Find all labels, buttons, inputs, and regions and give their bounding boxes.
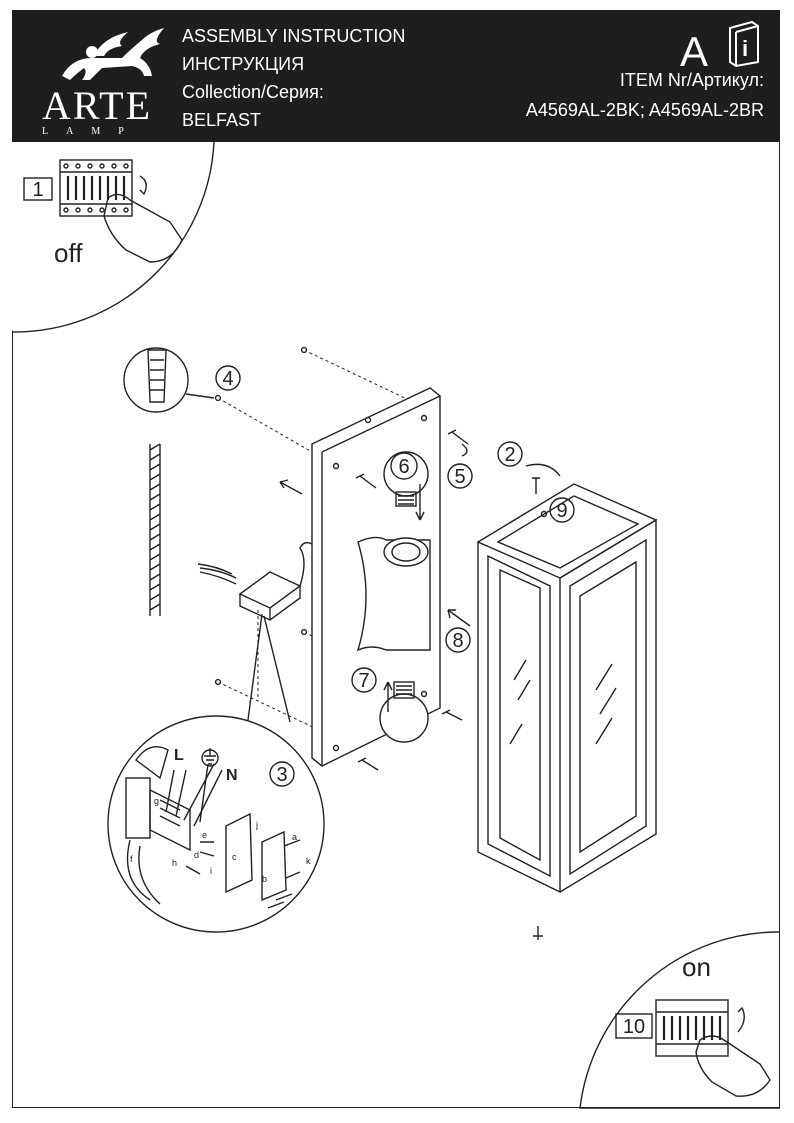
arrow-left bbox=[279, 479, 303, 495]
collection-label: Collection/Серия: bbox=[182, 82, 324, 102]
step7-label: 7 bbox=[358, 670, 369, 692]
ground-icon bbox=[201, 748, 219, 767]
screws bbox=[355, 429, 543, 940]
header-band: ARTE LAMP ASSEMBLY INSTRUCTION ИНСТРУКЦИ… bbox=[12, 10, 780, 142]
wiring-label-f: f bbox=[130, 854, 133, 864]
step5-badge bbox=[447, 463, 473, 489]
wiring-label-i: i bbox=[210, 866, 212, 876]
bulb-lower-icon bbox=[379, 681, 429, 743]
step4-label: 4 bbox=[222, 368, 233, 390]
step8-badge bbox=[445, 627, 471, 653]
info-book-icon: i bbox=[729, 20, 759, 68]
switch-off-label: off bbox=[54, 238, 83, 268]
collection-name: BELFAST bbox=[182, 110, 262, 130]
dowel-icon bbox=[147, 349, 167, 403]
lantern-housing bbox=[476, 483, 658, 894]
step9-label: 9 bbox=[556, 500, 567, 522]
item-label: ITEM Nr/Артикул: bbox=[619, 70, 764, 90]
logo-subtitle: LAMP bbox=[42, 126, 142, 137]
hand-off-icon bbox=[103, 193, 183, 263]
step2-label: 2 bbox=[504, 444, 515, 466]
step7-badge bbox=[351, 667, 377, 693]
breaker-panel-on bbox=[655, 999, 745, 1057]
info-letter: A bbox=[680, 28, 709, 75]
step3-badge bbox=[269, 761, 295, 787]
arrow-2 bbox=[525, 463, 561, 477]
title-english: ASSEMBLY INSTRUCTION bbox=[182, 26, 406, 46]
terminal-block bbox=[125, 746, 301, 909]
step9-badge bbox=[549, 497, 575, 523]
item-codes: A4569AL-2BK; A4569AL-2BR bbox=[525, 100, 764, 120]
step10-circle bbox=[579, 931, 781, 1109]
title-russian: ИНСТРУКЦИЯ bbox=[182, 54, 305, 74]
arrow-7 bbox=[383, 681, 393, 712]
wiring-label-c: c bbox=[232, 852, 237, 862]
step6-badge bbox=[390, 452, 418, 480]
supply-cable bbox=[197, 563, 237, 585]
wiring-label-a: a bbox=[292, 832, 297, 842]
wiring-label-d: d bbox=[194, 850, 199, 860]
wire-label-L: L bbox=[174, 747, 184, 764]
arrow-5 bbox=[461, 443, 468, 457]
info-icon-glyph: i bbox=[742, 36, 748, 61]
logo-word: ARTE bbox=[42, 83, 153, 128]
winged-lion-logo-icon bbox=[62, 28, 164, 80]
wiring-label-b: b bbox=[262, 874, 267, 884]
arrow-6 bbox=[415, 484, 425, 521]
step1-label: 1 bbox=[32, 179, 43, 201]
step3-label: 3 bbox=[276, 764, 287, 786]
step4-badge bbox=[215, 365, 241, 391]
wire-label-N: N bbox=[226, 767, 238, 784]
wiring-label-e: e bbox=[202, 830, 207, 840]
step2-badge bbox=[497, 441, 523, 467]
breaker-panel-off bbox=[59, 159, 147, 217]
wiring-label-k: k bbox=[306, 856, 311, 866]
switch-on-label: on bbox=[682, 952, 711, 982]
wiring-label-j: j bbox=[255, 820, 258, 830]
wiring-label-h: h bbox=[172, 858, 177, 868]
step1-circle bbox=[11, 141, 215, 333]
step8-label: 8 bbox=[452, 630, 463, 652]
step5-label: 5 bbox=[454, 466, 465, 488]
step6-label: 6 bbox=[398, 456, 409, 478]
wall-section bbox=[149, 443, 161, 616]
hand-on-icon bbox=[695, 1035, 771, 1097]
junction-box bbox=[238, 541, 313, 621]
step10-label: 10 bbox=[623, 1016, 645, 1038]
wiring-label-g: g bbox=[154, 796, 159, 806]
arrow-8 bbox=[447, 609, 471, 627]
dowel-detail-circle bbox=[123, 347, 189, 413]
